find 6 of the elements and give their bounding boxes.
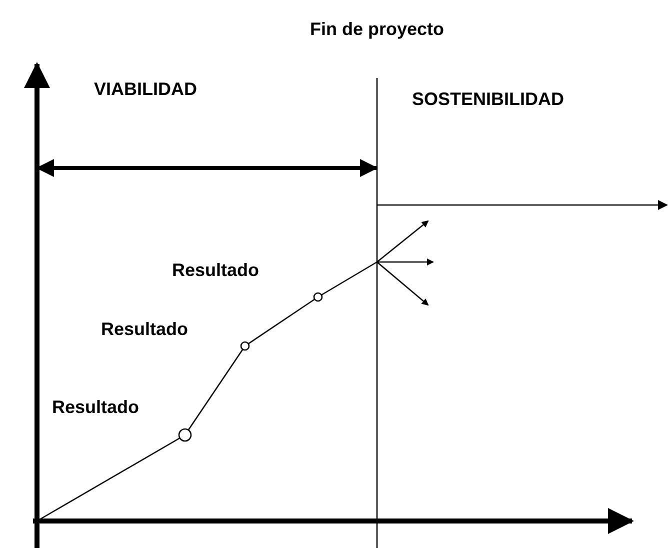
- result-label: Resultado: [101, 320, 188, 340]
- result-label: Resultado: [172, 261, 260, 281]
- phase-label: SOSTENIBILIDAD: [412, 90, 564, 110]
- milestone-label: Fin de proyecto: [310, 20, 444, 40]
- result-label: Resultado: [52, 398, 140, 418]
- phase-label: VIABILIDAD: [94, 80, 197, 100]
